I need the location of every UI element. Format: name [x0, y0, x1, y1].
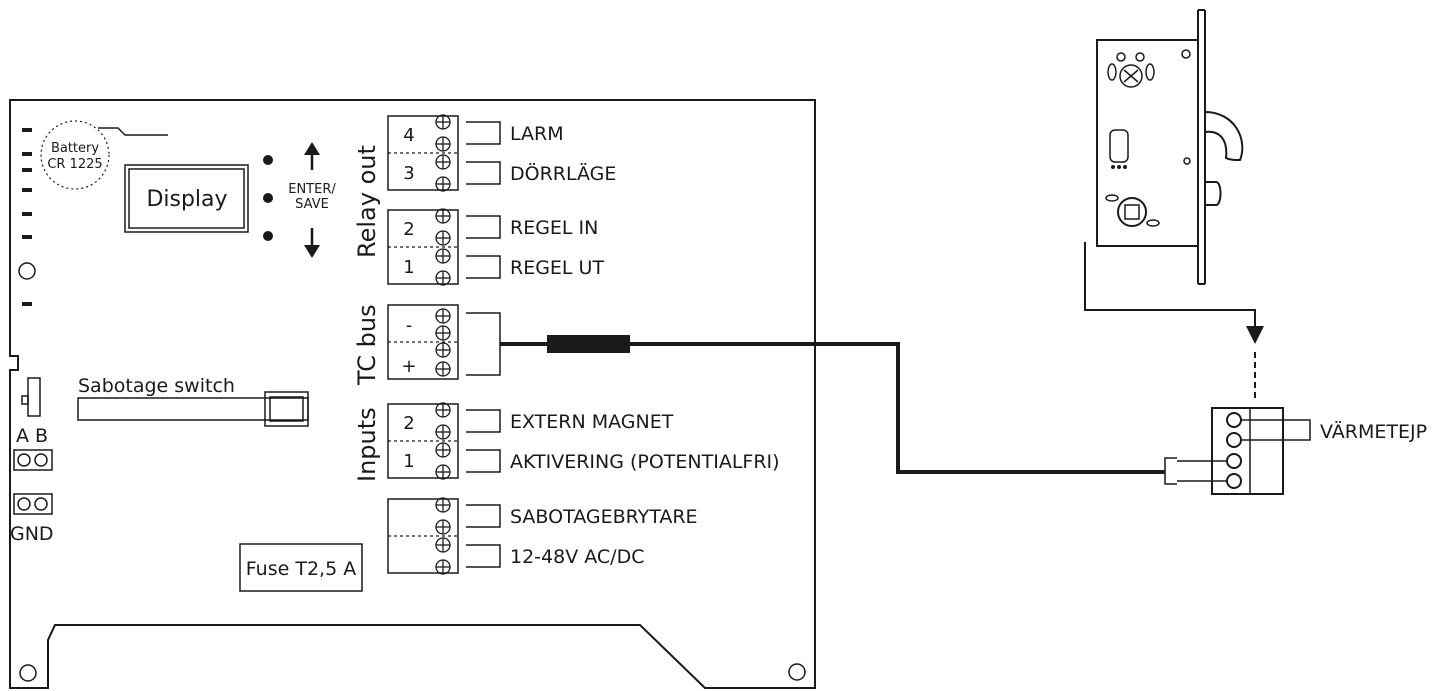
screw-terminal-icon — [435, 325, 451, 341]
sabotage-switch: Sabotage switch — [21, 375, 309, 427]
battery-cr1225: Battery CR 1225 — [40, 120, 168, 190]
fuse: Fuse T2,5 A — [239, 543, 363, 592]
control-board: Battery CR 1225 Display ENTER/ SAVE — [9, 99, 816, 689]
display-label: Display — [146, 187, 227, 212]
display-window: Display — [124, 164, 249, 233]
gnd-label: GND — [10, 523, 54, 545]
terminal-block-tc-bus: - + — [387, 304, 459, 380]
gnd-connector: GND — [10, 493, 54, 545]
battery-label-line2: CR 1225 — [47, 157, 102, 172]
terminal-number-2: 2 — [403, 219, 414, 240]
label-regel-ut: REGEL UT — [510, 257, 604, 279]
screw-terminal-icon — [435, 176, 451, 192]
screw-terminal-icon — [435, 342, 451, 358]
terminal-number-1: 1 — [403, 257, 414, 278]
lock-handle-icon — [1105, 194, 1160, 227]
screw-terminal-icon — [435, 154, 451, 170]
screw-terminal-icon — [435, 424, 451, 440]
screw-terminal-icons — [435, 114, 451, 575]
screw-terminal-icon — [435, 559, 451, 575]
arrow-down-icon — [304, 228, 320, 258]
arrow-up-icon — [304, 142, 320, 170]
board-left-markers — [18, 128, 36, 306]
terminal-block-power — [387, 498, 459, 574]
terminal-minus: - — [406, 315, 413, 336]
screw-terminal-icon — [435, 136, 451, 152]
mount-hole-icon — [18, 262, 36, 280]
latch-bolt-icon — [1204, 110, 1244, 162]
screw-terminal-icon — [435, 361, 451, 377]
terminal-plus: + — [401, 356, 416, 377]
dead-bolt-icon — [1205, 181, 1222, 206]
terminal-number-3: 3 — [403, 163, 414, 184]
screw-terminal-icon — [435, 464, 451, 480]
button-down — [263, 231, 273, 241]
tc-bus-cable — [500, 335, 1177, 485]
sabotage-switch-label: Sabotage switch — [78, 375, 235, 397]
screw-terminal-icon — [435, 497, 451, 513]
terminal-number-4: 4 — [403, 125, 414, 146]
screw-terminal-icon — [435, 442, 451, 458]
cable-ferrite — [547, 335, 630, 353]
label-extern-magnet: EXTERN MAGNET — [510, 411, 674, 433]
screw-terminal-icon — [435, 208, 451, 224]
mount-hole-icon — [788, 663, 806, 681]
screw-terminal-icon — [435, 114, 451, 130]
label-regel-in: REGEL IN — [510, 217, 598, 239]
terminal-number-1-input: 1 — [403, 451, 414, 472]
terminal-block-relay-4-3: 4 3 — [387, 115, 459, 191]
screw-terminal-icon — [435, 308, 451, 324]
tc-bus-label: TC bus — [353, 304, 381, 386]
connection-brackets — [466, 121, 501, 568]
label-larm: LARM — [510, 123, 564, 145]
battery-label-line1: Battery — [51, 141, 99, 156]
ab-label: A B — [16, 425, 48, 447]
lock-cylinder-icon — [1107, 52, 1155, 88]
arrow-down-icon — [1246, 326, 1264, 344]
screw-terminal-icon — [435, 519, 451, 535]
mount-hole-icon — [19, 664, 37, 682]
screw-terminal-icon — [435, 248, 451, 264]
screw-terminal-icon — [435, 402, 451, 418]
terminal-block-inputs: 2 1 — [387, 403, 459, 479]
screw-terminal-icon — [435, 537, 451, 553]
screw-terminal-icon — [435, 270, 451, 286]
label-sabotagebrytare: SABOTAGEBRYTARE — [510, 506, 698, 528]
enter-save-line1: ENTER/ — [288, 182, 336, 197]
ab-connector: A B — [13, 425, 53, 471]
label-power: 12-48V AC/DC — [510, 546, 644, 568]
fuse-label: Fuse T2,5 A — [246, 558, 356, 580]
inputs-label: Inputs — [353, 407, 381, 482]
menu-buttons: ENTER/ SAVE — [263, 142, 336, 258]
lock-terminal-block: VÄRMETEJP — [1177, 407, 1427, 495]
terminal-number-2-input: 2 — [403, 413, 414, 434]
door-lock: VÄRMETEJP — [1084, 9, 1427, 495]
label-dorrlage: DÖRRLÄGE — [510, 162, 616, 185]
button-enter — [263, 193, 273, 203]
button-up — [263, 155, 273, 165]
terminal-block-relay-2-1: 2 1 — [387, 209, 459, 285]
screw-terminal-icon — [435, 230, 451, 246]
relay-out-label: Relay out — [353, 145, 381, 258]
label-aktivering: AKTIVERING (POTENTIALFRI) — [510, 451, 780, 473]
enter-save-line2: SAVE — [295, 197, 329, 212]
label-varmetejp: VÄRMETEJP — [1320, 420, 1427, 443]
